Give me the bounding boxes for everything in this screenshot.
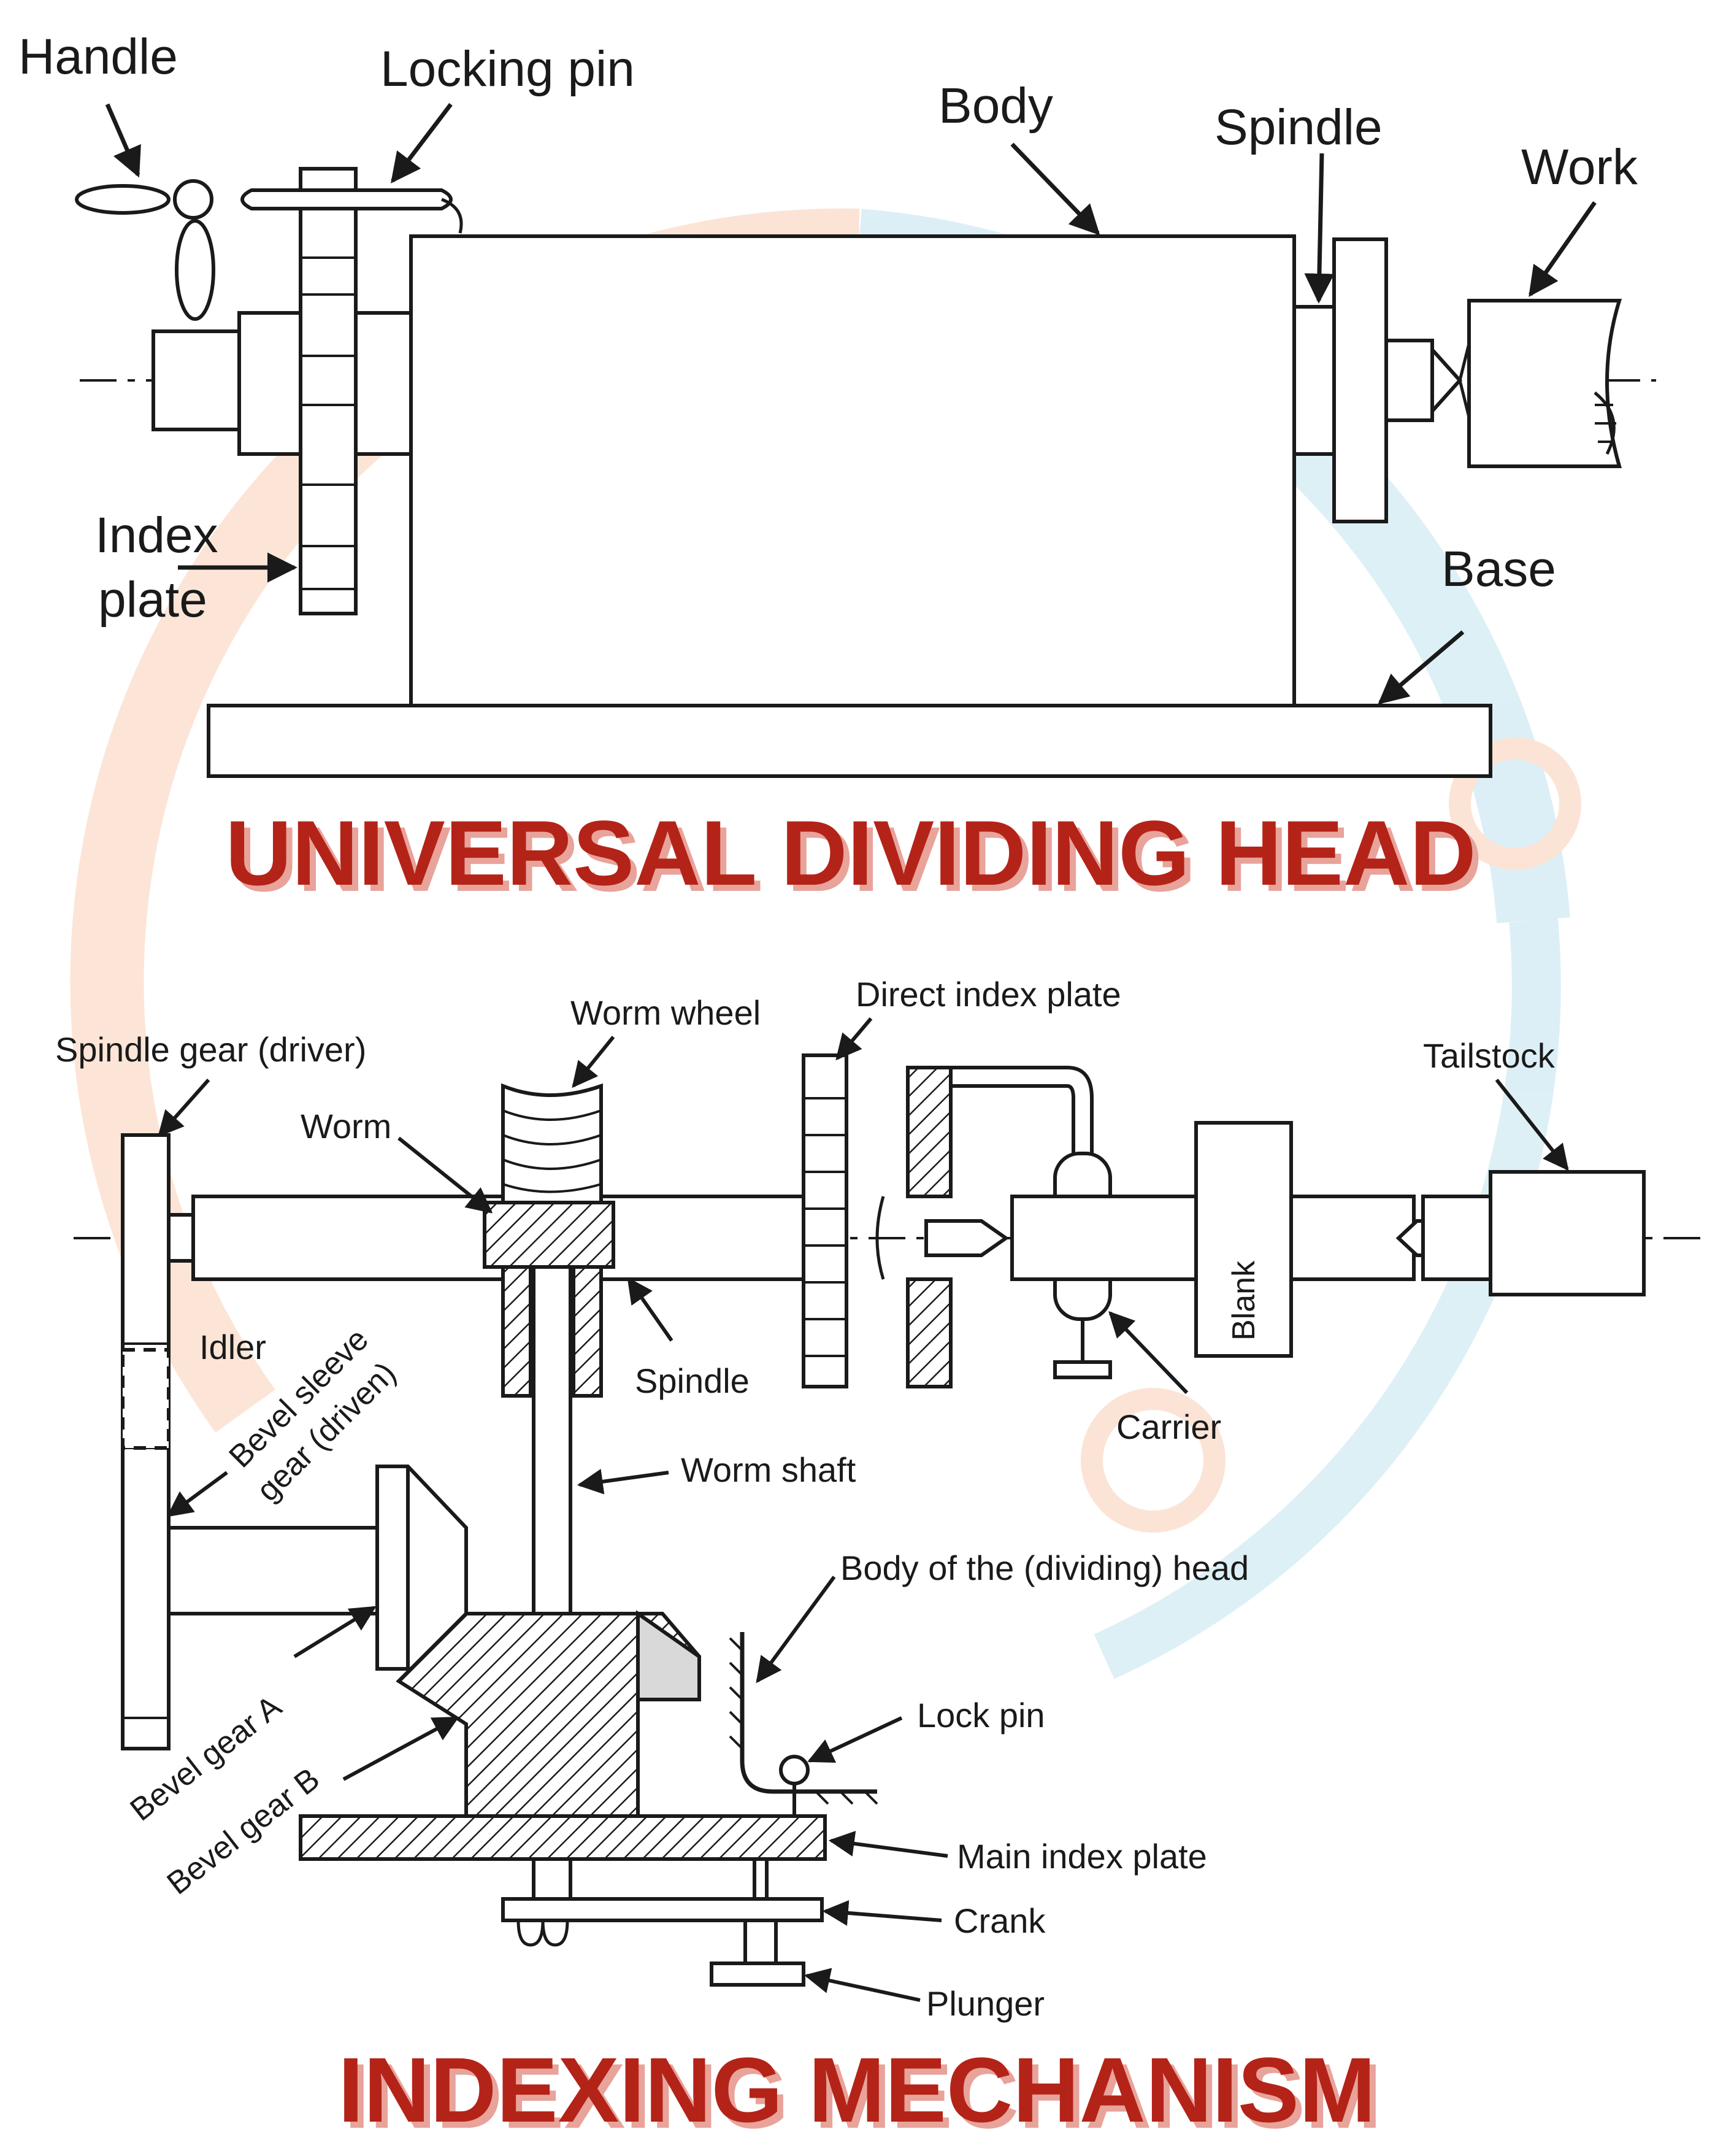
title-universal-dividing-head: UNIVERSAL DIVIDING HEAD UNIVERSAL DIVIDI… [225, 801, 1482, 911]
worm-thread-left [501, 1265, 532, 1398]
crank-shape [501, 1897, 824, 1922]
label-index-plate-line2: plate [98, 572, 207, 628]
label-body: Body [938, 78, 1053, 134]
label-worm-wheel: Worm wheel [570, 993, 761, 1032]
tailstock-shape [1489, 1170, 1646, 1296]
lock-pin-head [779, 1755, 810, 1785]
spindle-shaft [167, 1213, 195, 1263]
face-plate [1332, 237, 1388, 523]
label-crank: Crank [954, 1901, 1046, 1940]
face-plate-upper [906, 1066, 953, 1198]
face-plate-lower [906, 1277, 953, 1388]
plunger-stem [743, 1919, 778, 1965]
label-worm: Worm [301, 1107, 391, 1145]
bottom-leader-lines [158, 1017, 1569, 2002]
label-blank: Blank [1226, 1260, 1262, 1341]
plunger-shape [710, 1962, 805, 1987]
label-worm-shaft: Worm shaft [681, 1450, 856, 1489]
arbor-left [1010, 1195, 1198, 1281]
title-top-shadow: UNIVERSAL DIVIDING HEAD [231, 807, 1482, 911]
label-handle: Handle [18, 29, 178, 85]
base-plate [207, 704, 1492, 778]
label-body-of-head: Body of the (dividing) head [840, 1549, 1249, 1587]
spindle-sleeve [1292, 305, 1336, 456]
right-collar [354, 311, 413, 456]
label-direct-index-plate: Direct index plate [856, 975, 1121, 1014]
label-main-index-plate: Main index plate [957, 1837, 1207, 1876]
locking-pin-shape [240, 188, 453, 210]
label-plunger: Plunger [926, 1984, 1045, 2023]
index-plate-shape [299, 167, 358, 615]
carrier-foot [1053, 1360, 1112, 1379]
carrier-shape [932, 1066, 1094, 1153]
title-indexing-mechanism: INDEXING MECHANISM INDEXING MECHANISM [338, 2038, 1382, 2147]
universal-dividing-head-diagram [75, 167, 1656, 778]
handle-knob [173, 179, 213, 220]
worm-shape [483, 1201, 615, 1269]
spindle-nose [1384, 339, 1434, 422]
tailstock-quill [1421, 1195, 1492, 1281]
label-base: Base [1441, 541, 1556, 597]
label-idler: Idler [199, 1328, 266, 1366]
worm-thread-right [572, 1265, 603, 1398]
title-bottom: INDEXING MECHANISM [338, 2038, 1376, 2141]
head-body-outline [740, 1632, 877, 1794]
bevel-sleeve-hub [167, 1526, 379, 1615]
label-locking-pin: Locking pin [380, 41, 635, 97]
label-spindle-bottom: Spindle [635, 1361, 750, 1400]
body-block [409, 234, 1296, 707]
top-leader-lines [105, 102, 1597, 705]
title-bottom-shadow: INDEXING MECHANISM [344, 2044, 1382, 2147]
main-index-plate-shape [299, 1814, 827, 1861]
label-lock-pin: Lock pin [917, 1696, 1045, 1734]
work-break-hatch [1594, 391, 1616, 455]
blank-shape [1194, 1121, 1293, 1358]
label-index-plate-line1: Index [95, 507, 218, 563]
handle-grip-horizontal [75, 184, 171, 215]
indexing-mechanism-diagram [74, 1053, 1705, 1987]
label-carrier: Carrier [1116, 1407, 1221, 1446]
label-spindle: Spindle [1214, 99, 1383, 155]
work-piece [1467, 299, 1622, 468]
left-hub [152, 329, 241, 431]
centre-point [1430, 345, 1463, 416]
label-tailstock: Tailstock [1423, 1036, 1556, 1075]
label-work: Work [1521, 139, 1638, 195]
handle-grip-vertical [175, 219, 215, 321]
top-labels: Handle Locking pin Body Spindle Work Ind… [18, 29, 1638, 628]
title-top: UNIVERSAL DIVIDING HEAD [225, 801, 1476, 904]
live-centre [924, 1219, 1010, 1257]
idler-dashed [121, 1348, 171, 1450]
label-spindle-gear: Spindle gear (driver) [55, 1030, 366, 1069]
direct-index-plate-shape [802, 1053, 848, 1388]
left-collar [237, 311, 302, 456]
arbor-right [1289, 1195, 1416, 1281]
